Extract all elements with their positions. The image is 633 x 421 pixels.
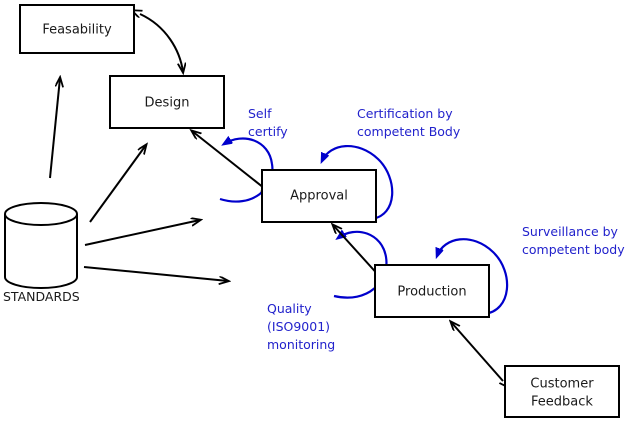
flow-feasability-design: [140, 14, 183, 72]
annotation-quality-line1: Quality: [267, 301, 312, 316]
node-label-customer-feedback-line1: Customer: [530, 377, 594, 392]
flow-standards-feasability: [49, 78, 60, 179]
annotation-certification-by-competent-body: Certification by competent Body: [357, 106, 461, 139]
node-approval[interactable]: Approval: [261, 169, 377, 223]
annotation-surveillance-by-competent-body: Surveillance by competent body: [522, 224, 625, 257]
node-label-production: Production: [397, 285, 466, 300]
node-label-design: Design: [145, 96, 190, 111]
node-customer-feedback[interactable]: Customer Feedback: [504, 365, 620, 418]
node-label-approval: Approval: [290, 189, 348, 204]
annotation-certification-line1: Certification by: [357, 106, 453, 121]
flow-approval-design: [192, 131, 264, 188]
flow-standards-design: [89, 145, 146, 223]
node-label-feasability: Feasability: [42, 23, 112, 38]
approval-certification-loop: [322, 144, 394, 221]
annotation-self-certify-line2: certify: [248, 124, 288, 139]
node-design[interactable]: Design: [109, 75, 225, 129]
annotation-surveillance-line1: Surveillance by: [522, 224, 619, 239]
annotation-surveillance-line2: competent body: [522, 242, 625, 257]
node-production[interactable]: Production: [374, 264, 490, 318]
flow-standards-production-area: [83, 266, 228, 281]
node-feasability[interactable]: Feasability: [19, 4, 135, 54]
annotation-quality-iso9001-monitoring: Quality (ISO9001) monitoring: [267, 301, 335, 352]
datastore-standards[interactable]: STANDARDS: [3, 202, 80, 304]
annotation-quality-line3: monitoring: [267, 337, 335, 352]
flow-standards-approval-area: [84, 220, 200, 246]
node-label-customer-feedback-line2: Feedback: [531, 395, 593, 410]
datastore-label-standards: STANDARDS: [3, 289, 80, 304]
production-surveillance-loop: [437, 238, 509, 316]
annotation-certification-line2: competent Body: [357, 124, 461, 139]
flow-production-approval: [333, 225, 381, 278]
annotation-self-certify: Self certify: [248, 106, 288, 139]
annotation-self-certify-line1: Self: [248, 106, 272, 121]
flow-production-customer-feedback: [451, 322, 503, 381]
annotation-quality-line2: (ISO9001): [267, 319, 330, 334]
